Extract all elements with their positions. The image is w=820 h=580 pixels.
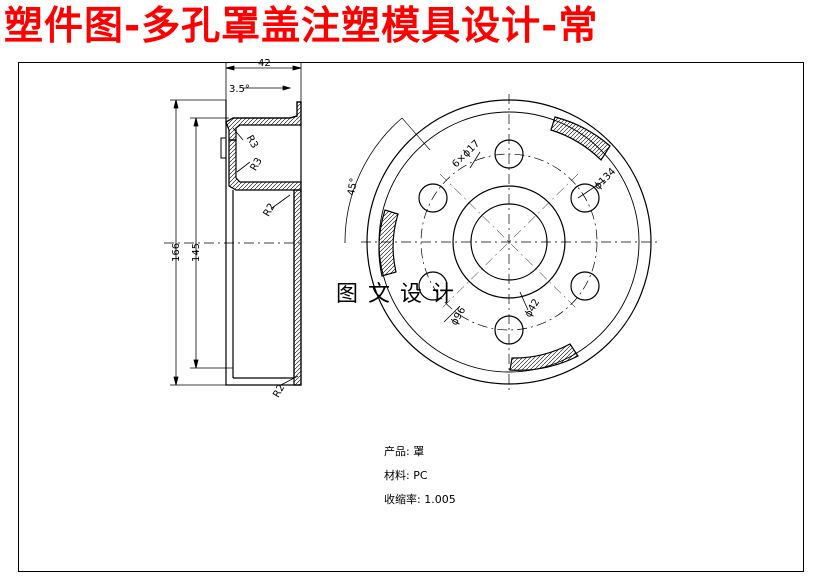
section-dimensions (170, 62, 302, 387)
dim-dia-166: 166 (171, 243, 182, 262)
dim-draft: 3.5° (229, 84, 250, 95)
section-labels: 42 3.5° R3 R3 R2 R2 166 145 (171, 58, 287, 400)
hole-5 (418, 271, 448, 301)
angle-arc (344, 117, 403, 244)
dim-r2-a: R2 (262, 202, 278, 219)
slot-left (378, 209, 399, 277)
note-shrinkage: 收缩率: 1.005 (384, 493, 456, 506)
section-view (164, 100, 302, 386)
dim-dia-145: 145 (191, 243, 202, 262)
sheet-border (18, 62, 804, 572)
hole-6 (418, 183, 448, 213)
slot-top-right (550, 116, 611, 161)
front-view (344, 94, 657, 390)
note-product: 产品: 罩 (384, 445, 425, 458)
slot-bottom-right (509, 343, 579, 371)
note-material: 材料: PC (384, 469, 428, 482)
dim-angle-45: 45° (346, 177, 360, 196)
dim-dia-134: ϕ134 (592, 166, 618, 192)
section-outer-profile (225, 100, 302, 386)
section-hatch-top (225, 101, 302, 141)
hole-3 (570, 271, 600, 301)
dim-r3-b: R3 (249, 156, 265, 173)
dim-dia-42: ϕ42 (523, 297, 542, 319)
product-notes: 产品: 罩 材料: PC 收缩率: 1.005 (384, 440, 456, 512)
section-hatch-side (293, 189, 302, 386)
section-hatch-mid (228, 139, 302, 191)
drawing-title: 塑件图-多孔罩盖注塑模具设计-常 (4, 4, 599, 49)
watermark-text: 图文设计 (336, 282, 465, 307)
dim-r3-a: R3 (244, 134, 260, 151)
hole-2 (570, 183, 600, 213)
dim-width-42: 42 (258, 58, 271, 69)
